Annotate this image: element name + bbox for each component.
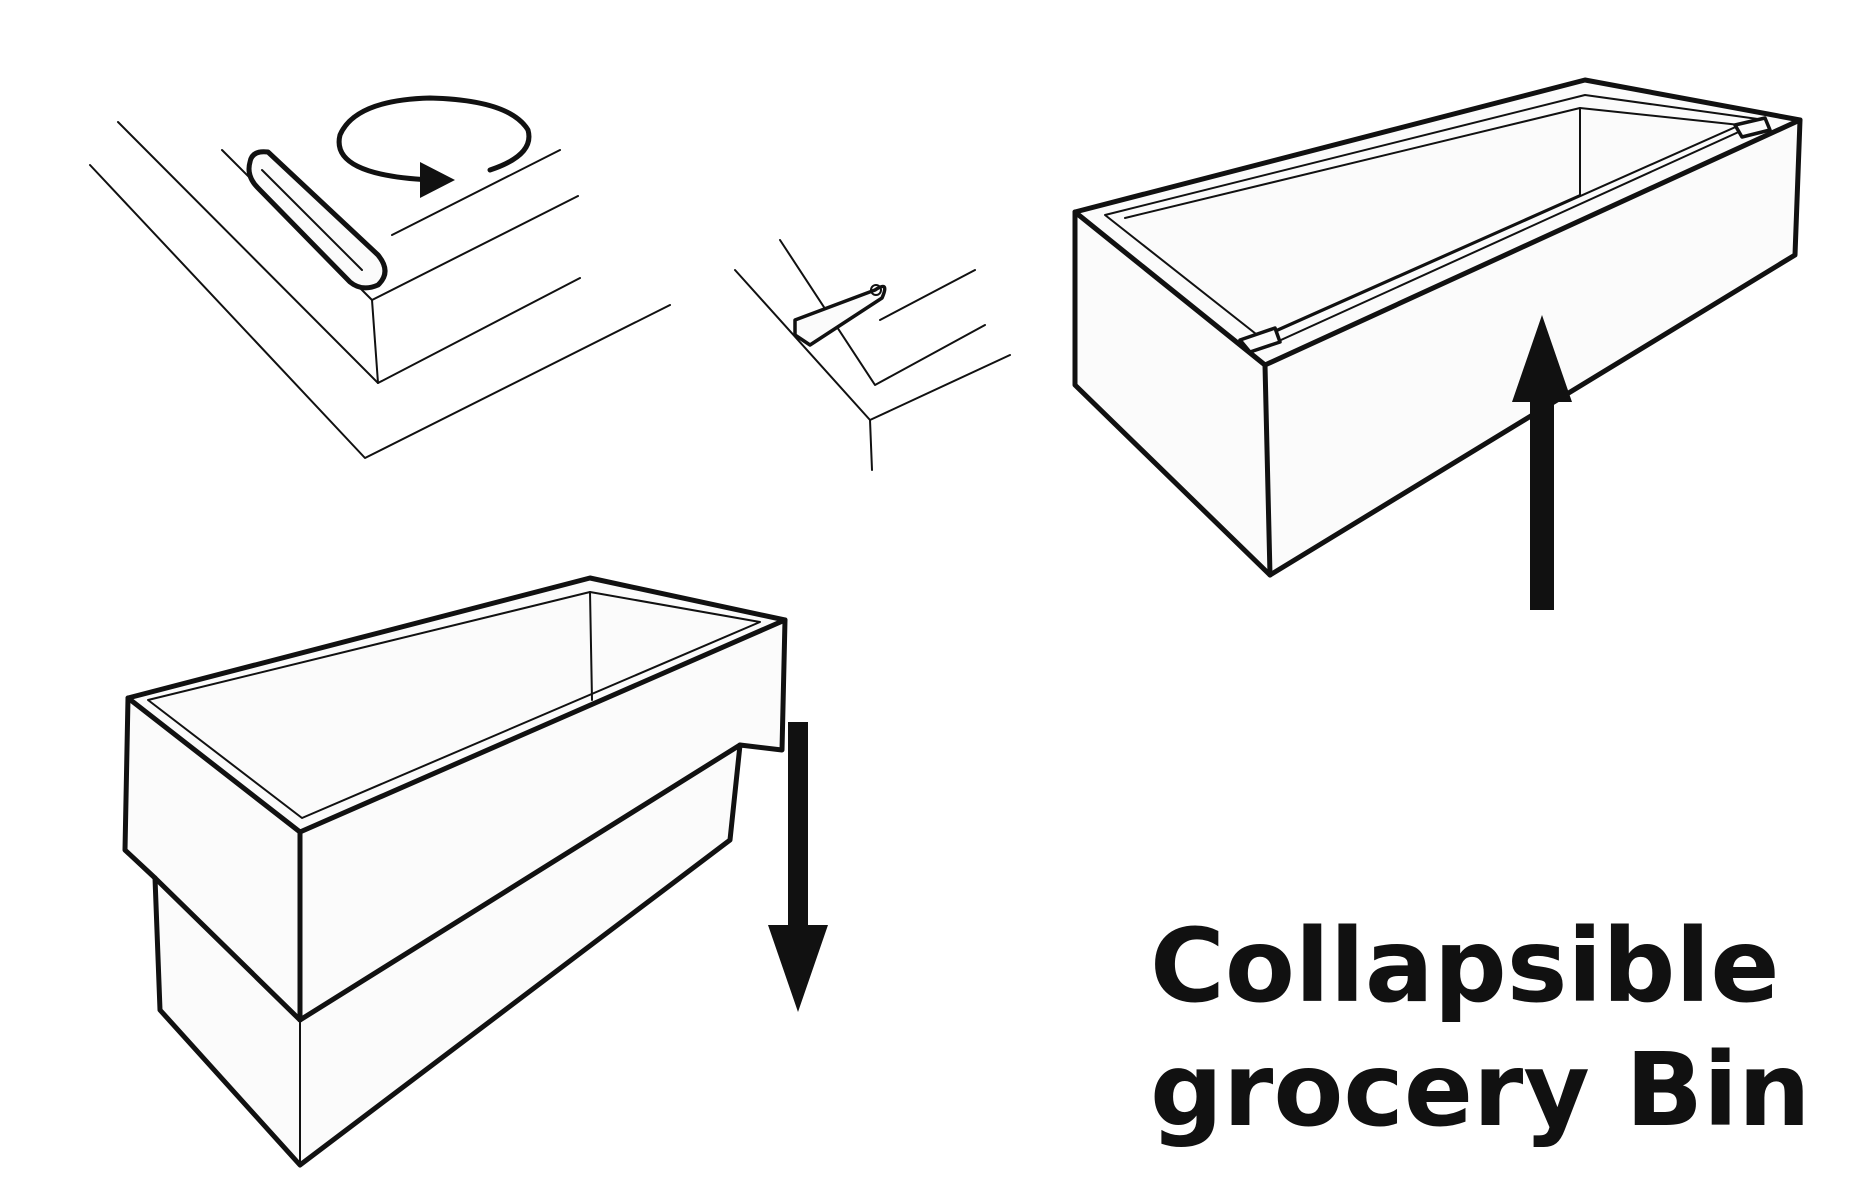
corner-outline-outer bbox=[89, 164, 671, 459]
corner-edge bbox=[371, 299, 379, 384]
down-arrow-shaft bbox=[788, 722, 808, 927]
diagram-title: Collapsible grocery Bin bbox=[1150, 905, 1811, 1153]
rotate-arrowhead-icon bbox=[420, 162, 455, 198]
title-line-2: grocery Bin bbox=[1150, 1031, 1811, 1150]
expanded-bin-body bbox=[122, 575, 788, 1168]
down-arrow-icon bbox=[768, 925, 828, 1012]
latch-corner-edge bbox=[869, 419, 873, 471]
corner-rim-line bbox=[391, 149, 561, 236]
expanded-bin-rim-inner bbox=[147, 591, 761, 819]
up-arrow-icon bbox=[1512, 315, 1572, 402]
rotating-latch-handle bbox=[246, 149, 388, 291]
collapsed-bin-inner-wall bbox=[1264, 107, 1581, 336]
collapsed-bin-clip-front bbox=[1238, 326, 1282, 354]
collapsed-bin bbox=[1072, 77, 1803, 610]
rotate-arrow-curve bbox=[336, 95, 532, 183]
latch-corner-inner bbox=[779, 239, 986, 386]
up-arrow-shaft bbox=[1530, 400, 1554, 610]
latch-rim-line bbox=[879, 269, 976, 321]
collapsed-bin-clip-back bbox=[1733, 116, 1772, 139]
expanded-bin-inner-wall bbox=[589, 591, 593, 701]
collapsed-bin-front-corner bbox=[1262, 362, 1273, 578]
hinge-pin bbox=[870, 284, 882, 296]
latch-handle-inner-line bbox=[261, 169, 363, 271]
title-line-1: Collapsible bbox=[1150, 907, 1780, 1026]
expanded-bin bbox=[122, 575, 828, 1168]
corner-handle-detail bbox=[89, 95, 671, 459]
corner-latch-detail bbox=[734, 239, 1011, 471]
collapsed-bin-rim-detail bbox=[1124, 107, 1741, 336]
hinge-tab bbox=[793, 284, 887, 347]
